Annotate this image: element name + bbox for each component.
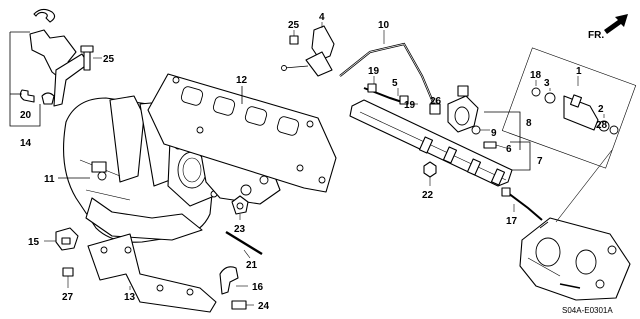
callout-16: 16 — [252, 282, 264, 293]
fuel-rail-assembly: 22 19 5 19 26 9 6 8 7 — [349, 66, 543, 201]
callout-20: 20 — [20, 110, 32, 121]
callout-19a: 19 — [368, 66, 380, 77]
o-ring-3 — [544, 92, 556, 104]
fuel-hose-17: 17 — [501, 187, 543, 227]
leader-14 — [9, 32, 41, 127]
callout-3: 3 — [544, 78, 550, 89]
manifold-runner-1 — [109, 95, 145, 183]
stud-23: 23 — [231, 195, 249, 235]
bracket-group-left: 20 14 — [9, 8, 89, 149]
callout-23: 23 — [234, 224, 246, 235]
nut-22 — [423, 161, 437, 178]
callout-17: 17 — [506, 216, 518, 227]
callout-22: 22 — [422, 190, 434, 201]
callout-19b: 19 — [404, 100, 416, 111]
callout-9: 9 — [491, 128, 497, 139]
bracket-arm — [53, 53, 89, 107]
clip-20 — [19, 89, 35, 103]
callout-1: 1 — [576, 66, 582, 77]
bolt-27: 27 — [62, 267, 74, 303]
callout-24: 24 — [258, 301, 270, 312]
bracket-4: 4 — [281, 12, 335, 77]
injector-set: 18 3 1 2 28 — [501, 47, 637, 169]
bracket-13-plate — [87, 233, 217, 313]
callout-14: 14 — [20, 138, 32, 149]
callout-7: 7 — [537, 156, 543, 167]
injector-body — [563, 95, 599, 131]
bolt-6 — [483, 141, 497, 149]
callout-10: 10 — [378, 20, 390, 31]
seal-ring-18 — [531, 87, 541, 97]
hose-clip-top — [33, 8, 56, 23]
cylinder-head-section — [519, 217, 631, 301]
callout-2: 2 — [598, 104, 604, 115]
callout-18: 18 — [530, 70, 542, 81]
clip-20b — [41, 92, 55, 105]
hose-clamp-19 — [367, 83, 377, 93]
callout-8: 8 — [526, 118, 532, 129]
clip-26 — [429, 103, 441, 115]
o-ring-9 — [471, 125, 481, 135]
callout-27: 27 — [62, 292, 74, 303]
callout-5: 5 — [392, 78, 398, 89]
bolt-24-icon — [231, 300, 247, 310]
manifold-gasket: 12 — [147, 73, 337, 193]
callout-12: 12 — [236, 75, 248, 86]
bolt-25-top: 25 — [288, 20, 300, 45]
callout-21: 21 — [246, 260, 258, 271]
injector-set-frame — [501, 47, 637, 169]
callout-25-top: 25 — [288, 20, 300, 31]
callout-25-left: 25 — [103, 54, 115, 65]
clip-16-icon — [219, 266, 239, 295]
callout-28: 28 — [596, 120, 608, 131]
leader-injector-to-head — [555, 149, 613, 223]
clip-16: 16 — [219, 266, 264, 295]
bracket-13: 13 — [87, 233, 217, 313]
sensor-port — [97, 171, 107, 181]
bolt-icon — [289, 35, 299, 45]
callout-4: 4 — [319, 12, 325, 23]
callout-26: 26 — [430, 96, 442, 107]
front-direction-label: FR. — [588, 30, 604, 41]
bolt-icon — [83, 49, 91, 71]
callout-6: 6 — [506, 144, 512, 155]
callout-15: 15 — [28, 237, 40, 248]
vacuum-line-10: 10 — [339, 20, 440, 115]
bolt-24: 24 — [231, 300, 270, 312]
seal-2 — [609, 125, 619, 135]
o-ring-28 — [598, 120, 610, 132]
bolt-27-icon — [62, 267, 74, 277]
clip-15: 15 — [28, 227, 79, 251]
stud-21: 21 — [225, 230, 263, 271]
callout-13: 13 — [124, 292, 136, 303]
drawing-code: S04A-E0301A — [562, 306, 613, 315]
front-arrow-icon — [604, 14, 628, 34]
bolt-25-left: 25 — [80, 45, 115, 71]
manifold-bottom — [85, 197, 203, 241]
front-direction-indicator: FR. — [588, 14, 628, 41]
callout-11: 11 — [44, 174, 55, 185]
bracket-4-body — [311, 25, 335, 61]
